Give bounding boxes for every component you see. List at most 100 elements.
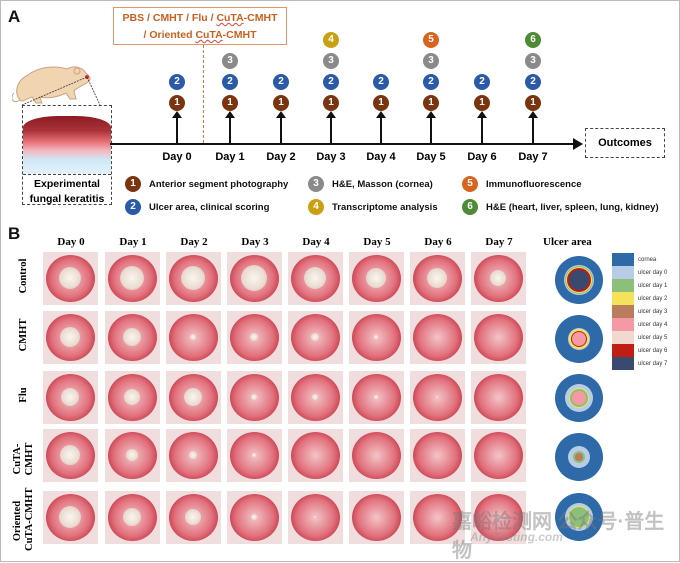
ulcer: [314, 516, 316, 518]
cornea: [352, 432, 401, 479]
ulcer: [490, 270, 506, 286]
ulcer-area-map: [555, 256, 603, 304]
timeline-axis: [110, 143, 575, 145]
eye-photo: [227, 429, 282, 482]
assay-badge-1: 1: [423, 95, 439, 111]
row-label: CMHT: [18, 305, 30, 365]
eye-photo: [471, 252, 526, 305]
legend-swatch: [612, 318, 634, 331]
day-arrow: [326, 111, 336, 144]
ulcer: [251, 394, 257, 400]
ulcer: [59, 267, 81, 289]
watermark-url: AnyTesting.com: [470, 530, 563, 544]
treatment-text: -CMHT: [222, 29, 257, 41]
cornea: [474, 374, 523, 421]
ulcer: [366, 268, 386, 288]
eye-photo: [349, 311, 404, 364]
ulcer-legend-item: ulcer day 2: [612, 292, 667, 305]
ulcer-legend-item: ulcer day 6: [612, 344, 667, 357]
legend-label: ulcer day 2: [638, 295, 668, 302]
column-header: Day 1: [119, 236, 147, 248]
eye-photo: [227, 252, 282, 305]
row-label: Control: [18, 246, 30, 306]
legend-swatch: [612, 292, 634, 305]
cornea: [413, 494, 462, 541]
panel-b-letter: B: [8, 224, 21, 243]
legend-text: H&E (heart, liver, spleen, lung, kidney): [486, 201, 659, 213]
day-label: Day 6: [467, 151, 497, 163]
row-label-line2: CMHT: [24, 442, 35, 476]
day-arrow: [376, 111, 386, 144]
eye-photo: [43, 371, 98, 424]
ulcer: [123, 328, 141, 346]
legend-swatch: [612, 279, 634, 292]
day-label: Day 0: [162, 151, 192, 163]
eye-photo: [166, 491, 221, 544]
column-header: Day 3: [241, 236, 269, 248]
timeline-arrowhead: [573, 138, 583, 150]
eye-photo: [43, 252, 98, 305]
eye-photo: [105, 429, 160, 482]
ulcer: [304, 267, 326, 289]
row-label-line1: CuTA-: [12, 443, 23, 475]
eye-photo: [227, 371, 282, 424]
eye-photo: [166, 311, 221, 364]
day-label: Day 5: [416, 151, 446, 163]
row-label-line1: Oriented: [12, 500, 23, 542]
ulcer-layer: [569, 270, 589, 290]
eye-photo: [410, 429, 465, 482]
column-header: Day 6: [424, 236, 452, 248]
eye-photo: [288, 429, 343, 482]
assay-badge-6: 6: [462, 199, 478, 215]
legend-swatch: [612, 253, 634, 266]
assay-badge-1: 1: [273, 95, 289, 111]
eye-photo: [410, 491, 465, 544]
model-label-line2: fungal keratitis: [29, 193, 105, 205]
ulcer: [190, 334, 196, 340]
mouse-illustration: [12, 66, 91, 104]
day-label: Day 2: [266, 151, 296, 163]
legend-text: H&E, Masson (cornea): [332, 178, 433, 190]
ulcer: [181, 266, 205, 290]
ulcer: [184, 388, 202, 406]
legend-text: Transcriptome analysis: [332, 201, 438, 213]
legend-swatch: [612, 344, 634, 357]
ulcer-legend-item: ulcer day 5: [612, 331, 667, 344]
legend-swatch: [612, 357, 634, 370]
assay-badge-1: 1: [323, 95, 339, 111]
eye-photo: [227, 311, 282, 364]
ulcer-legend-item: ulcer day 7: [612, 357, 667, 370]
legend-item: 6 H&E (heart, liver, spleen, lung, kidney…: [462, 199, 659, 215]
assay-badge-2: 2: [474, 74, 490, 90]
ulcer-area-map: [555, 374, 603, 422]
ulcer: [252, 453, 256, 457]
legend-swatch: [612, 305, 634, 318]
assay-badge-1: 1: [525, 95, 541, 111]
eye-photo: [105, 371, 160, 424]
ulcer: [123, 508, 141, 526]
legend-text: Immunofluorescence: [486, 178, 582, 190]
ulcer: [374, 395, 378, 399]
assay-badge-3: 3: [222, 53, 238, 69]
ulcer: [311, 333, 319, 341]
treatment-text: -CMHT: [243, 12, 278, 24]
assay-badge-2: 2: [222, 74, 238, 90]
keratitis-model-box: Experimental fungal keratitis: [22, 105, 112, 205]
ulcer: [251, 514, 257, 520]
ulcer: [185, 509, 201, 525]
ulcer: [124, 389, 140, 405]
eye-photo: [349, 429, 404, 482]
legend-swatch: [612, 331, 634, 344]
eye-photo: [105, 491, 160, 544]
treatment-dashed-line: [203, 45, 204, 143]
cornea: [413, 314, 462, 361]
assay-badge-4: 4: [308, 199, 324, 215]
cornea: [474, 494, 523, 541]
assay-badge-5: 5: [423, 32, 439, 48]
ulcer: [126, 449, 138, 461]
cornea-tissue-illustration: [23, 116, 111, 174]
legend-label: ulcer day 7: [638, 360, 668, 367]
ulcer: [59, 506, 81, 528]
row-label: Flu: [18, 365, 30, 425]
